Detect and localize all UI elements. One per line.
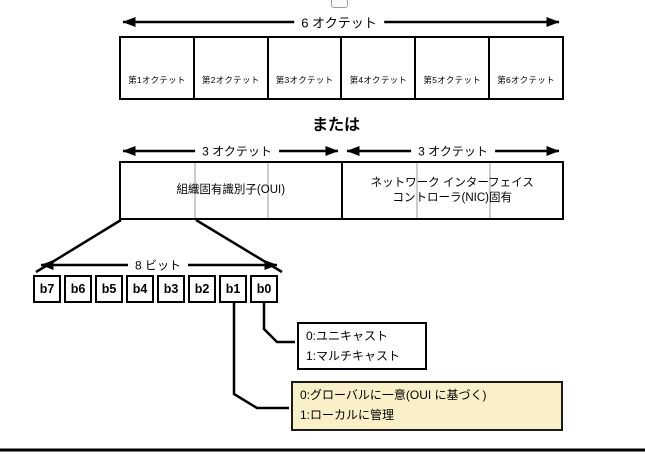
bit-box-b3: b3 [157,275,185,303]
bit-box-b0: b0 [250,275,278,303]
clipped-ui-fragment [331,0,348,8]
octet-cell-label: 第4オクテット [349,75,408,85]
b0-connector-line [262,303,295,344]
or-label: または [311,117,361,134]
octet-cell: 第1オクテット [121,38,195,98]
octet-divider-gray [415,163,418,218]
nic-label: ネットワーク インターフェイス コントローラ(NIC)固有 [371,176,534,205]
bit-box-b1: b1 [219,275,247,303]
eight-bit-arrow-label: 8 ビット [127,256,189,274]
octet-cell: 第2オクテット [195,38,269,98]
b1-callout-line2: 1:ローカルに管理 [300,408,395,422]
bit-box-b6: b6 [64,275,92,303]
octet-table: 第1オクテット 第2オクテット 第3オクテット 第4オクテット 第5オクテット … [119,36,564,100]
b1-callout-line1: 0:グローバルに一意(OUI に基づく) [300,388,487,402]
nic-half: ネットワーク インターフェイス コントローラ(NIC)固有 [340,163,563,218]
octet-cell-label: 第3オクテット [275,75,334,85]
octet-divider-gray [488,163,491,218]
bit-box-b5: b5 [95,275,123,303]
oui-half: 組織固有識別子(OUI) [121,163,341,218]
oui-label: 組織固有識別子(OUI) [176,184,286,197]
octet-cell-label: 第5オクテット [423,75,482,85]
three-octet-label-left: 3 オクテット [195,142,279,160]
bit-box-b4: b4 [126,275,154,303]
b0-callout-line2: 1:マルチキャスト [306,349,401,363]
octet-cell: 第6オクテット [490,38,562,98]
b1-connector-line [232,303,289,410]
bit-box-b2: b2 [188,275,216,303]
three-octet-label-right: 3 オクテット [411,142,495,160]
oui-nic-box: 組織固有識別子(OUI) ネットワーク インターフェイス コントローラ(NIC)… [119,161,564,220]
octet-divider-gray [194,163,197,218]
octet-cell-label: 第6オクテット [497,75,555,85]
octet-cell-label: 第1オクテット [128,75,186,85]
octet-cell-label: 第2オクテット [201,75,260,85]
b1-callout: 0:グローバルに一意(OUI に基づく) 1:ローカルに管理 [291,381,563,431]
octet-cell: 第5オクテット [416,38,491,98]
octet-cell: 第4オクテット [342,38,417,98]
b0-callout: 0:ユニキャスト 1:マルチキャスト [297,322,427,370]
octet-cell: 第3オクテット [269,38,343,98]
b0-callout-line1: 0:ユニキャスト [306,329,389,343]
nic-label-line1: ネットワーク インターフェイス [370,177,534,189]
bit-row: b7 b6 b5 b4 b3 b2 b1 b0 [33,275,278,303]
octet-divider-gray [267,163,270,218]
six-octet-arrow-label: 6 オクテット [294,12,384,32]
nic-label-line2: コントローラ(NIC)固有 [392,191,512,204]
bit-box-b7: b7 [33,275,61,303]
